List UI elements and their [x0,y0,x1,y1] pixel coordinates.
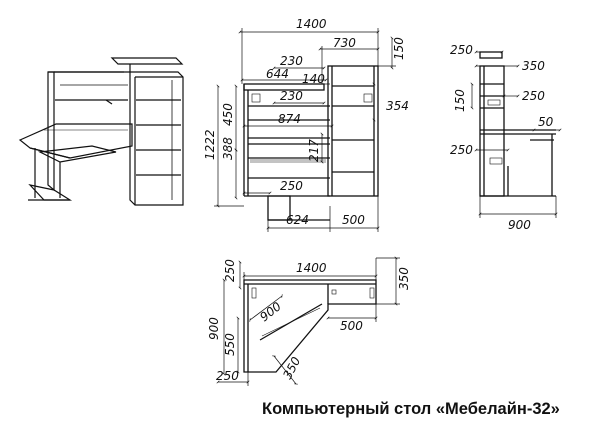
front-dim-1222: 1222 [203,129,217,160]
top-dim-1400: 1400 [296,261,327,275]
front-dim-874: 874 [278,112,301,126]
top-view [216,256,400,386]
front-dim-354: 354 [386,99,409,113]
side-dim-350: 350 [522,59,545,73]
front-dim-730: 730 [333,36,356,50]
front-dim-150: 150 [392,37,406,60]
side-dim-50: 50 [538,115,554,129]
top-dim-500: 500 [340,319,363,333]
isometric-view [18,57,184,206]
side-dim-250-mid: 250 [522,89,545,103]
front-dim-450: 450 [221,103,235,126]
side-dim-900: 900 [508,218,531,232]
side-view [470,50,562,218]
side-dim-250-low: 250 [450,143,473,157]
top-dim-900-diagonal: 900 [257,299,284,324]
front-dim-250: 250 [280,179,303,193]
top-dim-550: 550 [223,333,237,356]
front-dim-230-a: 230 [280,54,303,68]
front-dim-624: 624 [286,213,309,227]
top-dim-250-bottom: 250 [216,369,239,383]
front-dim-217: 217 [307,139,321,162]
front-dim-644: 644 [266,67,289,81]
side-dim-150: 150 [453,89,467,112]
top-dim-250-left: 250 [223,259,237,282]
drawing-caption: Компьютерный стол «Мебелайн-32» [262,400,560,418]
front-dim-1400: 1400 [296,17,327,31]
top-dim-350-right: 350 [397,267,411,290]
front-dim-500: 500 [342,213,365,227]
front-dim-140: 140 [302,72,325,86]
front-dim-230-b: 230 [280,89,303,103]
front-view [214,28,396,232]
top-dim-900-vertical: 900 [207,317,221,340]
front-dim-388: 388 [221,137,235,160]
top-dim-350-diagonal: 350 [280,354,303,381]
side-dim-250-top: 250 [450,43,473,57]
